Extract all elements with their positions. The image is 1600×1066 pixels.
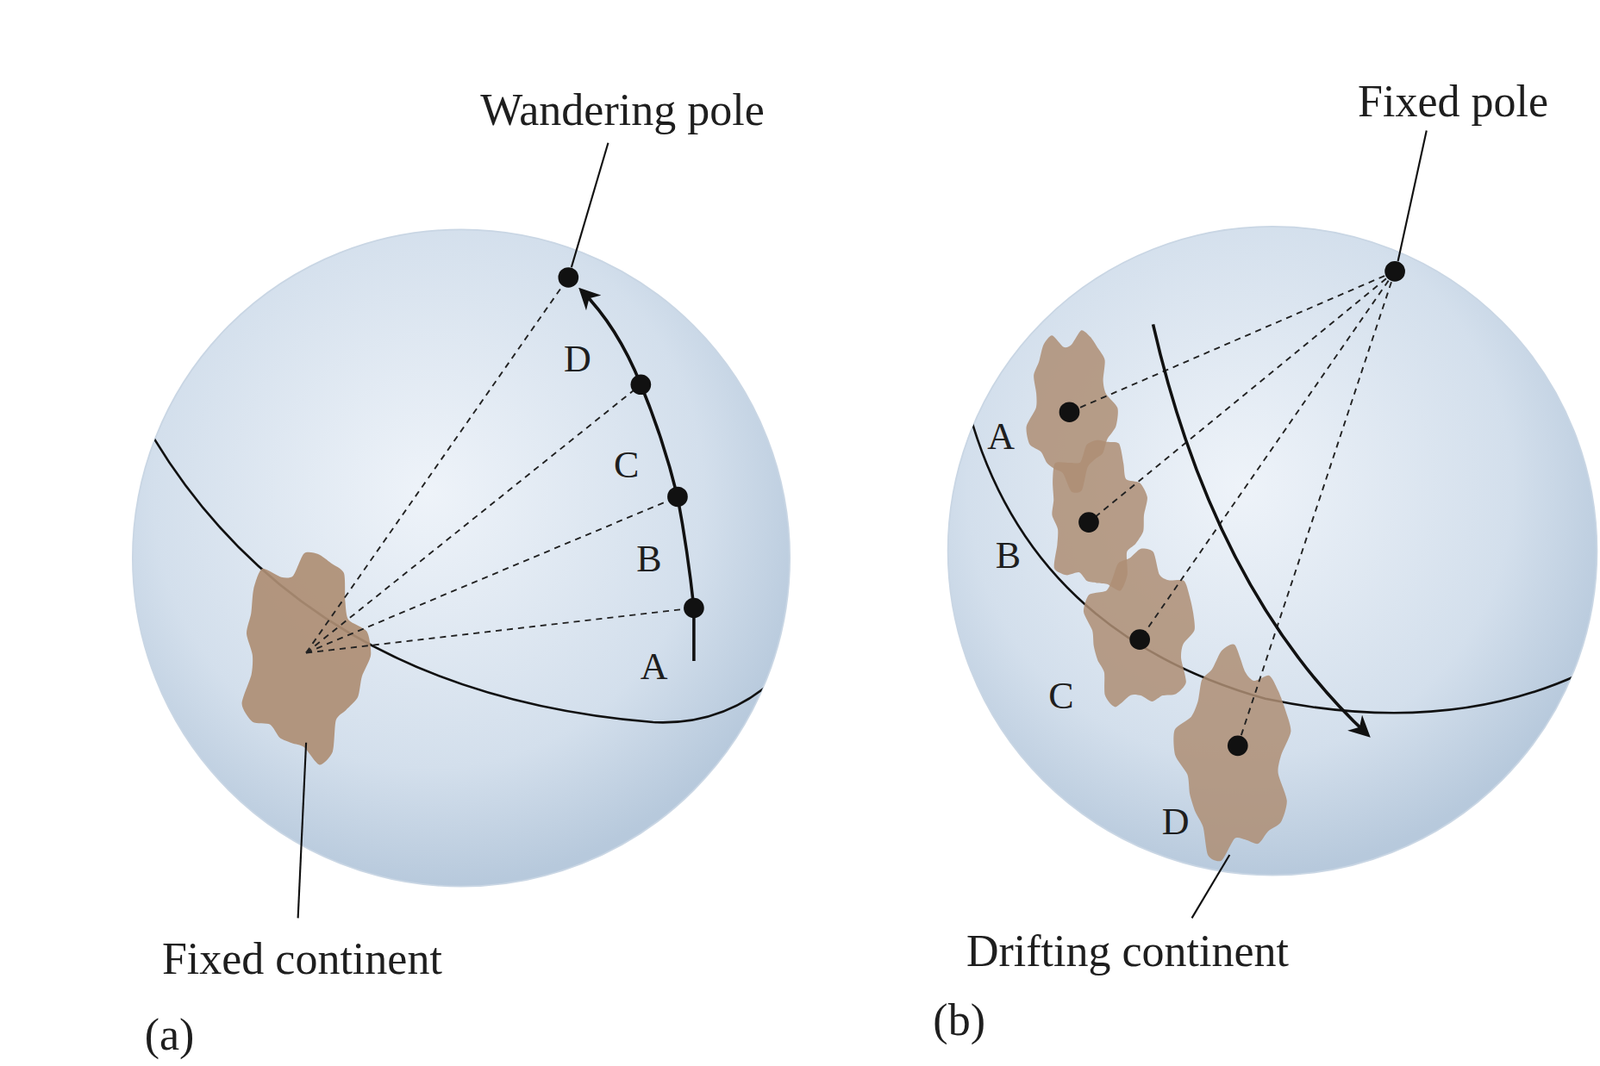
position-letter: D bbox=[1162, 803, 1190, 842]
continent bbox=[1083, 548, 1195, 707]
site-position bbox=[1059, 401, 1081, 423]
position-letter: B bbox=[995, 537, 1021, 575]
position-letter: B bbox=[636, 540, 662, 579]
panel-label: (a) bbox=[144, 1012, 195, 1058]
site-position bbox=[1129, 629, 1150, 650]
position-letter: A bbox=[640, 648, 669, 687]
leader-line bbox=[1398, 131, 1427, 263]
sight-line bbox=[1068, 271, 1395, 413]
sight-line bbox=[306, 496, 678, 653]
position-letter: D bbox=[563, 340, 592, 379]
pole-position bbox=[683, 598, 705, 619]
leader-line bbox=[298, 743, 307, 919]
pole-path bbox=[581, 290, 694, 662]
panel-label: (b) bbox=[932, 998, 986, 1044]
continent bbox=[1173, 643, 1291, 862]
globe bbox=[948, 226, 1598, 876]
pole-position bbox=[1384, 261, 1406, 282]
globe bbox=[132, 229, 790, 887]
position-letter: C bbox=[613, 446, 639, 485]
equator bbox=[150, 433, 791, 723]
site-position bbox=[1227, 735, 1249, 757]
sight-line bbox=[1237, 271, 1395, 746]
drift-arrow bbox=[1153, 324, 1369, 735]
leader-line bbox=[1192, 855, 1231, 919]
sight-line bbox=[1088, 271, 1395, 523]
continent-label: Drifting continent bbox=[966, 929, 1289, 975]
pole-position bbox=[667, 487, 688, 508]
pole-position bbox=[557, 267, 579, 288]
pole-position bbox=[631, 374, 652, 395]
sight-line bbox=[306, 384, 641, 653]
sight-line bbox=[306, 608, 694, 654]
leader-line bbox=[571, 143, 609, 268]
pole-label: Wandering pole bbox=[480, 87, 764, 133]
position-letter: A bbox=[987, 418, 1015, 457]
position-letter: C bbox=[1048, 677, 1074, 716]
continent bbox=[242, 552, 372, 766]
sight-line bbox=[1139, 271, 1395, 640]
pole-label: Fixed pole bbox=[1357, 79, 1549, 125]
continent-label: Fixed continent bbox=[162, 937, 443, 982]
sight-line bbox=[306, 277, 569, 654]
site-position bbox=[1078, 512, 1100, 533]
